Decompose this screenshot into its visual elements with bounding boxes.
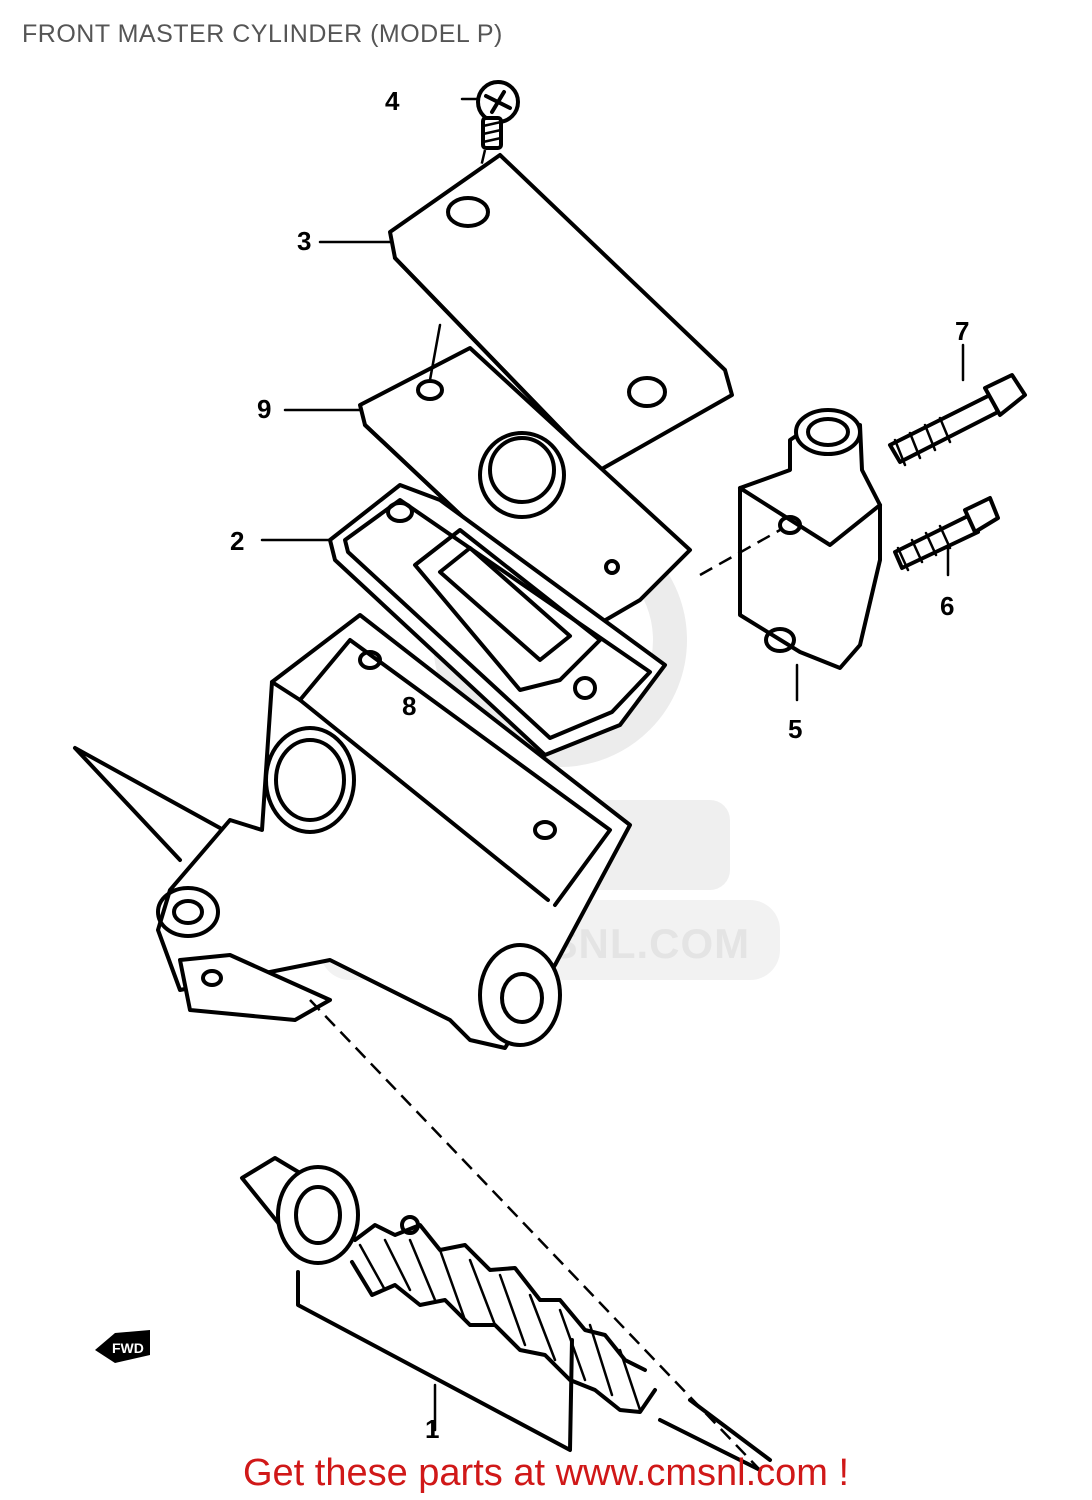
part-label-7: 7 [955, 316, 969, 346]
promo-banner: Get these parts at www.cmsnl.com ! [242, 1452, 850, 1494]
part-9-diaphragm-plate [358, 346, 692, 634]
fwd-label: FWD [112, 1340, 144, 1356]
part-7-bolt [888, 373, 1027, 467]
part-2-diaphragm [328, 483, 667, 757]
part-1-piston-assembly [240, 1156, 657, 1414]
part-label-2: 2 [230, 526, 244, 556]
part-label-6: 6 [940, 591, 954, 621]
part-4-screw [460, 80, 520, 150]
leader-line [658, 1398, 772, 1472]
diagram-title: FRONT MASTER CYLINDER (MODEL P) [22, 20, 503, 48]
leader-line [296, 1270, 574, 1452]
forward-direction-arrow: FWD [95, 1330, 150, 1363]
part-label-4: 4 [385, 86, 400, 116]
part-label-1: 1 [425, 1414, 439, 1444]
leader-line [428, 323, 442, 382]
part-6-bolt [893, 496, 1000, 572]
part-label-3: 3 [297, 226, 311, 256]
leader-line [699, 528, 781, 577]
part-label-5: 5 [788, 714, 802, 744]
part-label-8: 8 [402, 691, 416, 721]
part-5-clamp [738, 408, 882, 670]
leader-line [73, 746, 222, 862]
master-cylinder-body [156, 613, 632, 1050]
part-label-9: 9 [257, 394, 271, 424]
